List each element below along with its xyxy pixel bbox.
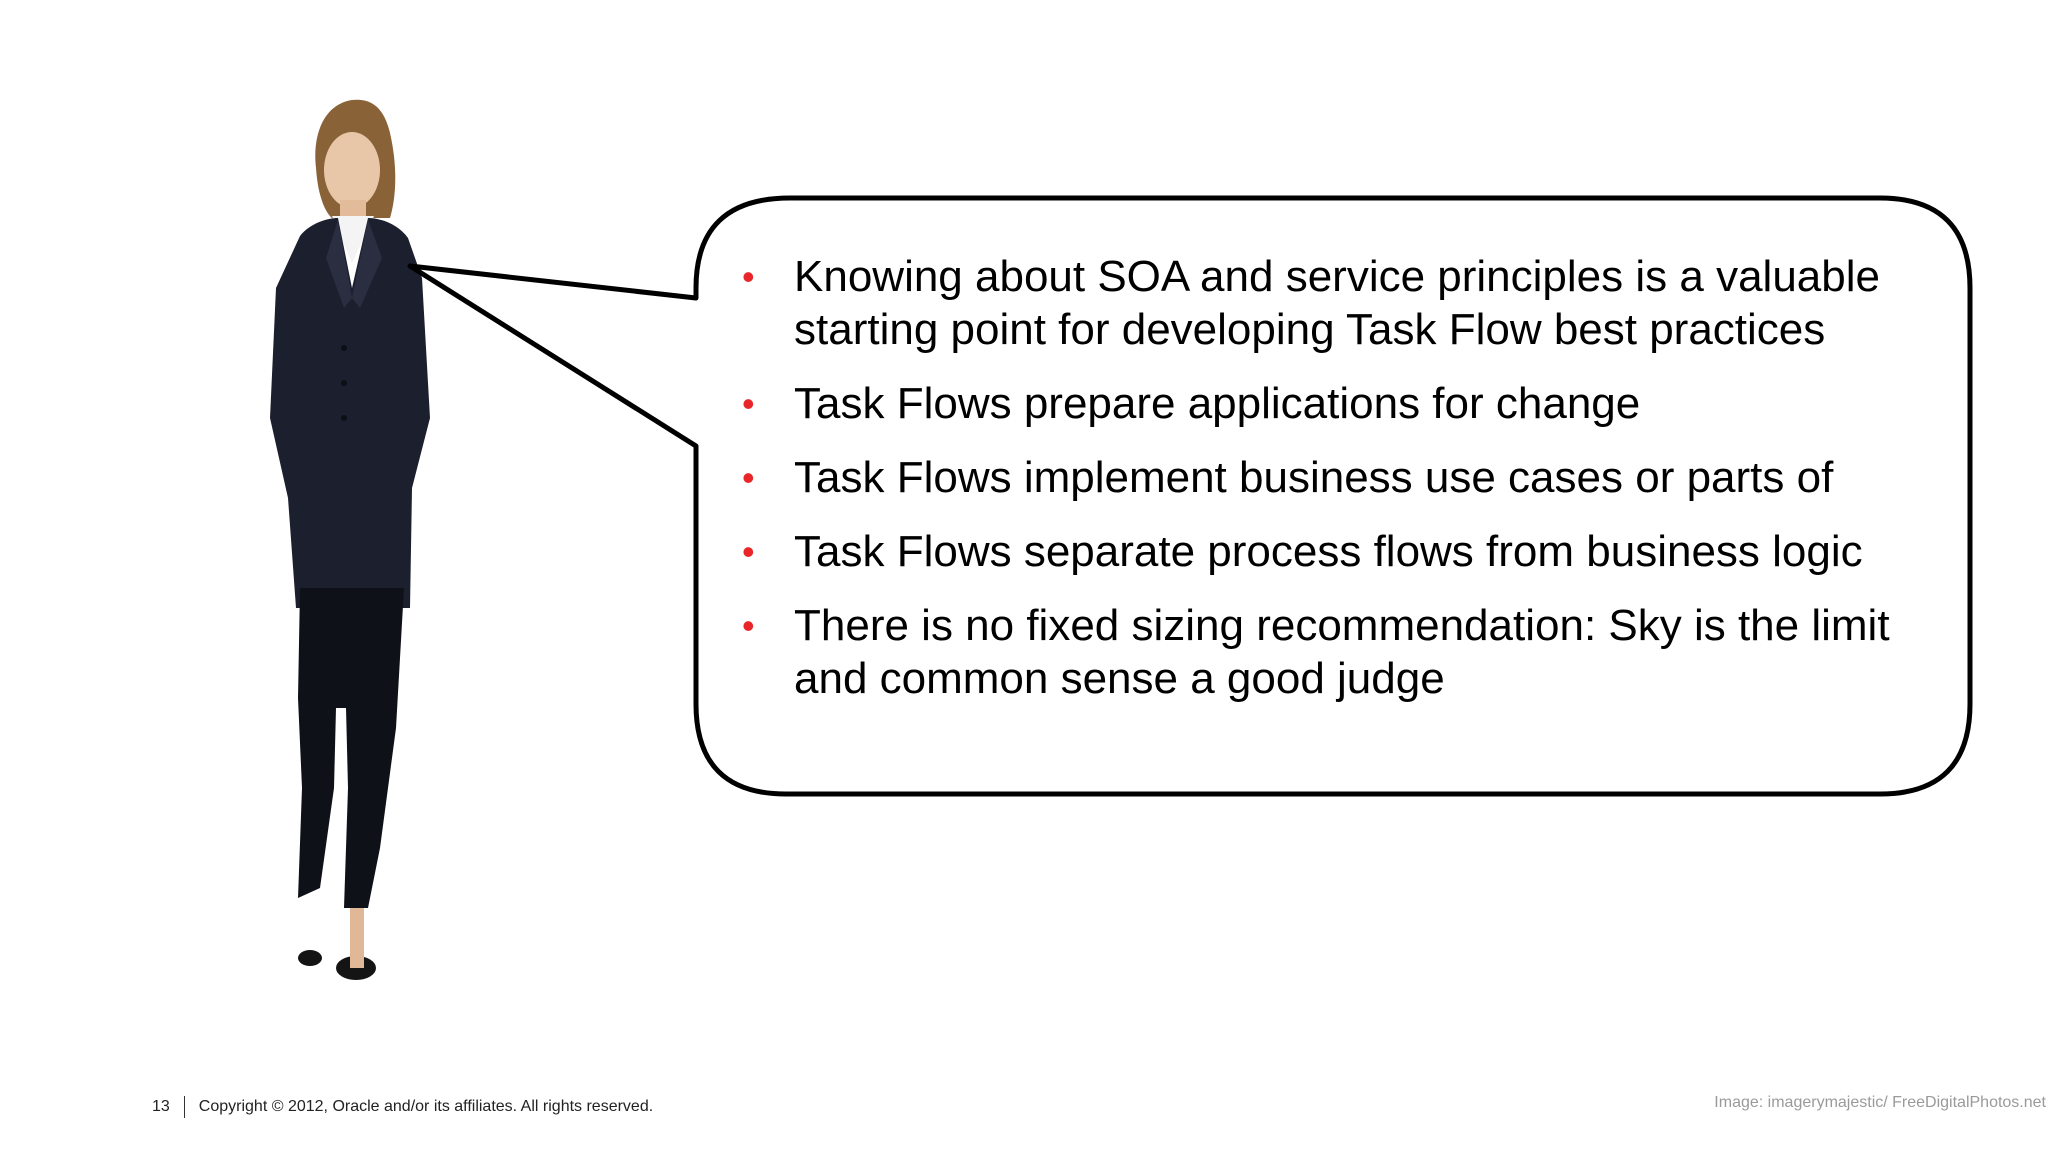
bullet-list: • Knowing about SOA and service principle… [740,250,1950,726]
copyright-text: Copyright © 2012, Oracle and/or its affi… [198,1098,654,1115]
bullet-dot-icon: • [742,383,755,424]
bullet-item: • Knowing about SOA and service principle… [740,250,1950,356]
bullet-text: Task Flows prepare applications for chan… [794,379,1641,428]
bullet-text: There is no fixed sizing recommendation:… [794,601,1890,703]
bullet-dot-icon: • [742,256,755,297]
bullet-dot-icon: • [742,457,755,498]
page-number: 13 [152,1098,170,1115]
bullet-item: • There is no fixed sizing recommendation… [740,599,1950,705]
bullet-item: • Task Flows separate process flows from … [740,525,1950,578]
businesswoman-photo [270,99,430,980]
footer-divider [183,1096,185,1118]
bullet-dot-icon: • [742,531,755,572]
bullet-item: • Task Flows implement business use cases… [740,451,1950,504]
footer: 13 Copyright © 2012, Oracle and/or its a… [152,1096,653,1118]
bullet-dot-icon: • [742,605,755,646]
bullet-text: Task Flows implement business use cases … [794,453,1834,502]
bullet-text: Knowing about SOA and service principles… [794,252,1880,354]
image-credit: Image: imagerymajestic/ FreeDigitalPhoto… [1714,1094,2046,1111]
bullet-text: Task Flows separate process flows from b… [794,527,1863,576]
bullet-item: • Task Flows prepare applications for cha… [740,377,1950,430]
